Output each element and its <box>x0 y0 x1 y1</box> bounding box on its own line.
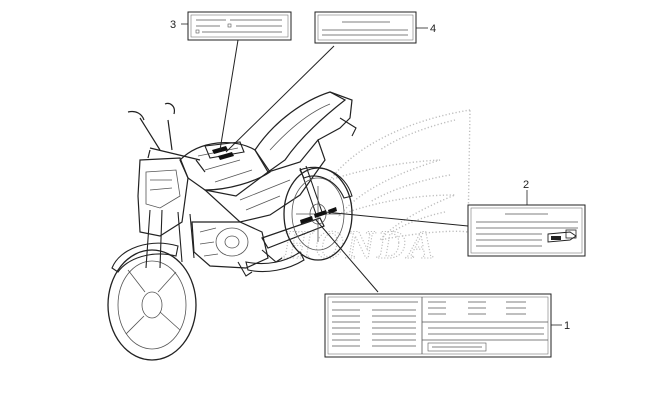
rear-tire <box>283 167 353 261</box>
label-2-box <box>467 204 586 257</box>
label-3-box <box>187 11 292 41</box>
honda-wing-watermark: HONDA <box>280 109 471 268</box>
watermark-text: HONDA <box>281 222 436 267</box>
callout-1: 1 <box>564 320 570 332</box>
label-1-box <box>324 293 552 358</box>
label-4-box <box>314 11 417 44</box>
motorcycle-illustration <box>107 91 357 361</box>
callout-2: 2 <box>523 179 529 191</box>
leader-lines <box>219 39 469 293</box>
callout-4: 4 <box>430 23 436 35</box>
callout-3: 3 <box>170 19 176 31</box>
front-tire <box>107 249 197 361</box>
